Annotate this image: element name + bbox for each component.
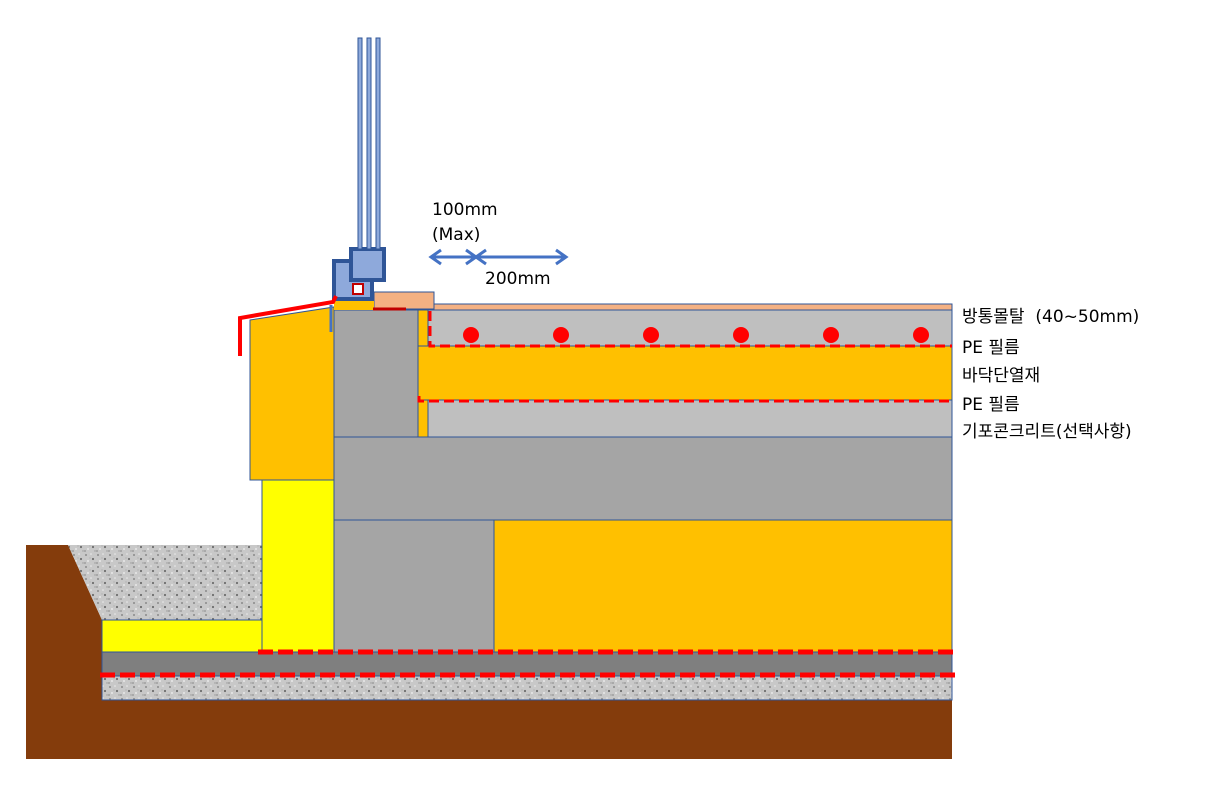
subbase-slab bbox=[101, 651, 953, 677]
gravel-backfill bbox=[68, 545, 262, 620]
heating-pipe bbox=[643, 327, 659, 343]
label-pe-film-upper: PE 필름 bbox=[962, 338, 1020, 358]
gravel-base bbox=[101, 675, 953, 701]
label-floor-insulation: 바닥단열재 bbox=[962, 366, 1040, 386]
label-mortar-screed: 방통몰탈 (40~50mm) bbox=[962, 307, 1139, 327]
window-sill-board bbox=[373, 291, 435, 310]
underslab-insulation bbox=[493, 519, 953, 653]
label-foam-concrete: 기포콘크리트(선택사항) bbox=[962, 422, 1132, 442]
heating-pipe bbox=[463, 327, 479, 343]
heating-pipes bbox=[463, 327, 929, 343]
foundation-wall bbox=[333, 309, 419, 438]
foam-concrete-layer bbox=[427, 399, 953, 438]
perimeter-insulation-horizontal bbox=[101, 619, 263, 653]
window-frame-drain-hole bbox=[352, 283, 364, 295]
spacing-dimension-label: 200mm bbox=[485, 269, 551, 289]
dimension-spacing-arrow bbox=[473, 248, 569, 266]
soil-ground bbox=[26, 545, 952, 759]
gap-dimension-sublabel: (Max) bbox=[432, 225, 480, 245]
pe-film-lower bbox=[417, 396, 952, 403]
window-frame-upper bbox=[349, 247, 386, 282]
pe-film-upper bbox=[428, 311, 952, 348]
perimeter-insulation-vertical bbox=[261, 479, 335, 653]
floor-finish-strip bbox=[428, 303, 953, 311]
exterior-wall-insulation bbox=[249, 306, 335, 481]
structural-slab bbox=[333, 436, 953, 521]
window-glazing bbox=[357, 37, 381, 250]
floor-insulation-layer bbox=[417, 345, 953, 401]
gap-dimension-label: 100mm bbox=[432, 200, 498, 220]
label-pe-film-lower: PE 필름 bbox=[962, 395, 1020, 415]
heating-pipe bbox=[913, 327, 929, 343]
exterior-flashing bbox=[238, 295, 338, 356]
mortar-screed-layer bbox=[427, 309, 953, 347]
heating-pipe bbox=[553, 327, 569, 343]
heating-pipe bbox=[823, 327, 839, 343]
heating-pipe bbox=[733, 327, 749, 343]
dimension-gap-arrow bbox=[428, 248, 479, 266]
foundation-footing bbox=[333, 519, 495, 653]
